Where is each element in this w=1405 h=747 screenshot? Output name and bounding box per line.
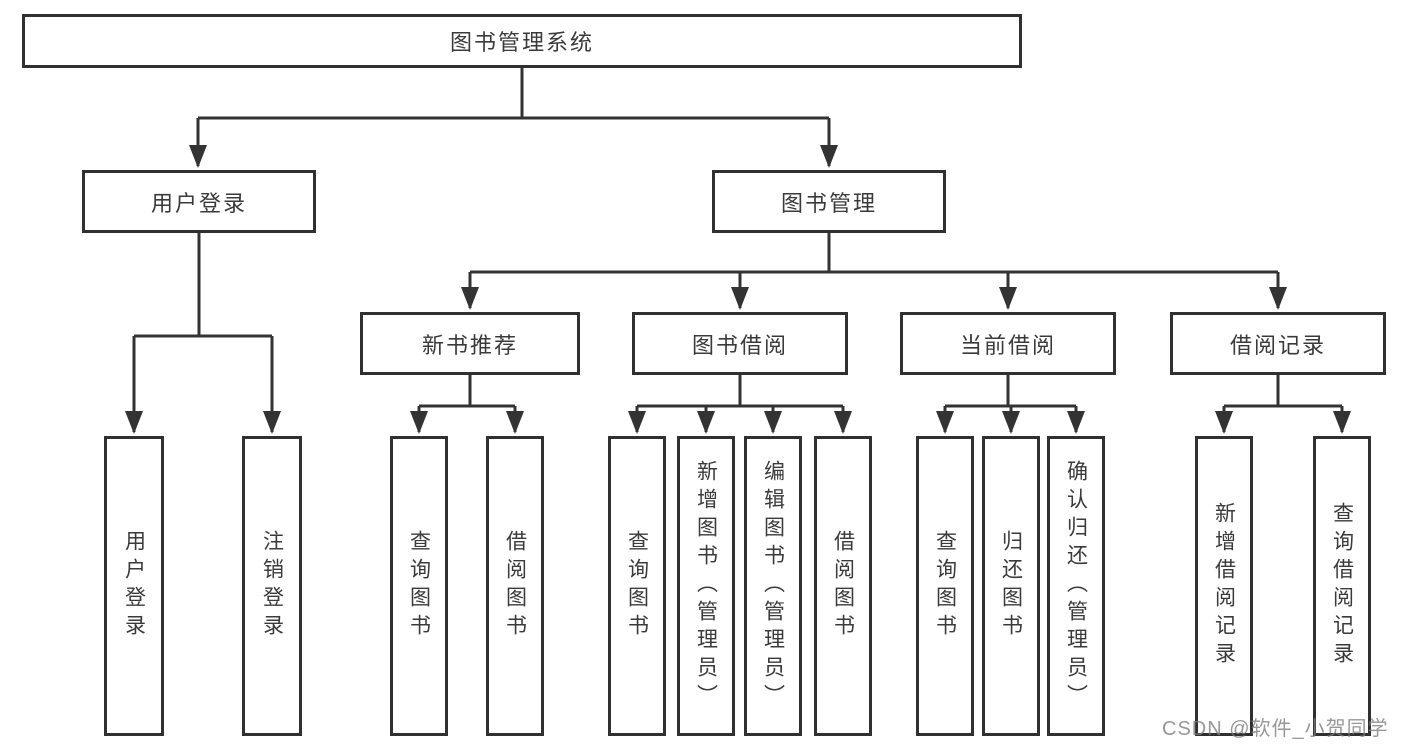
node-user-login: 用户登录 [82,170,316,233]
node-leaf-query-borrow-record: 查询借阅记录 [1313,436,1371,736]
node-leaf-query-books-3-label: 查询图书 [933,530,957,642]
connector-bookmgmt-to-level3 [468,233,1280,308]
csdn-watermark: CSDN @软件_小贺同学 [1162,718,1389,740]
node-leaf-query-books-3: 查询图书 [916,436,974,736]
node-borrow-records-label: 借阅记录 [1229,332,1326,358]
node-leaf-confirm-return-admin: 确认归还（管理员） [1047,436,1105,736]
node-leaf-query-books-2: 查询图书 [608,436,666,736]
node-leaf-query-borrow-record-label: 查询借阅记录 [1330,502,1354,670]
connector-currentborrow-to-leaves [943,375,1078,432]
node-leaf-query-books-1: 查询图书 [390,436,448,736]
node-leaf-user-login-label: 用户登录 [122,530,146,642]
node-leaf-confirm-return-admin-label: 确认归还（管理员） [1064,460,1088,712]
node-leaf-borrow-books-2-label: 借阅图书 [831,530,855,642]
node-new-book-recommend-label: 新书推荐 [421,332,518,358]
node-leaf-borrow-books-1: 借阅图书 [486,436,544,736]
node-current-borrow: 当前借阅 [900,312,1116,375]
node-leaf-query-books-2-label: 查询图书 [625,530,649,642]
node-leaf-user-login: 用户登录 [104,436,164,736]
connector-borrowrecords-to-leaves [1222,375,1344,432]
node-book-borrow: 图书借阅 [632,312,848,375]
node-borrow-records: 借阅记录 [1170,312,1386,375]
node-leaf-add-books-admin: 新增图书（管理员） [677,436,735,736]
node-book-management: 图书管理 [712,170,946,233]
connector-userlogin-to-leaves [132,233,274,432]
node-user-login-label: 用户登录 [150,190,247,216]
node-leaf-add-borrow-record-label: 新增借阅记录 [1212,502,1236,670]
node-leaf-logout: 注销登录 [242,436,302,736]
node-leaf-edit-books-admin-label: 编辑图书（管理员） [761,460,785,712]
connector-bookborrow-to-leaves [635,375,845,432]
connector-root-to-level2 [196,68,831,166]
node-book-borrow-label: 图书借阅 [691,332,788,358]
node-leaf-logout-label: 注销登录 [260,530,284,642]
node-current-borrow-label: 当前借阅 [959,332,1056,358]
node-leaf-edit-books-admin: 编辑图书（管理员） [744,436,802,736]
connector-newbookrec-to-leaves [417,375,517,432]
node-leaf-return-books: 归还图书 [982,436,1040,736]
node-leaf-return-books-label: 归还图书 [999,530,1023,642]
node-leaf-add-borrow-record: 新增借阅记录 [1195,436,1253,736]
node-leaf-borrow-books-2: 借阅图书 [814,436,872,736]
node-leaf-borrow-books-1-label: 借阅图书 [503,530,527,642]
node-library-management-system: 图书管理系统 [22,14,1022,68]
node-library-management-system-label: 图书管理系统 [449,30,594,55]
node-leaf-add-books-admin-label: 新增图书（管理员） [694,460,718,712]
node-book-management-label: 图书管理 [780,190,877,216]
node-new-book-recommend: 新书推荐 [360,312,580,375]
node-leaf-query-books-1-label: 查询图书 [407,530,431,642]
